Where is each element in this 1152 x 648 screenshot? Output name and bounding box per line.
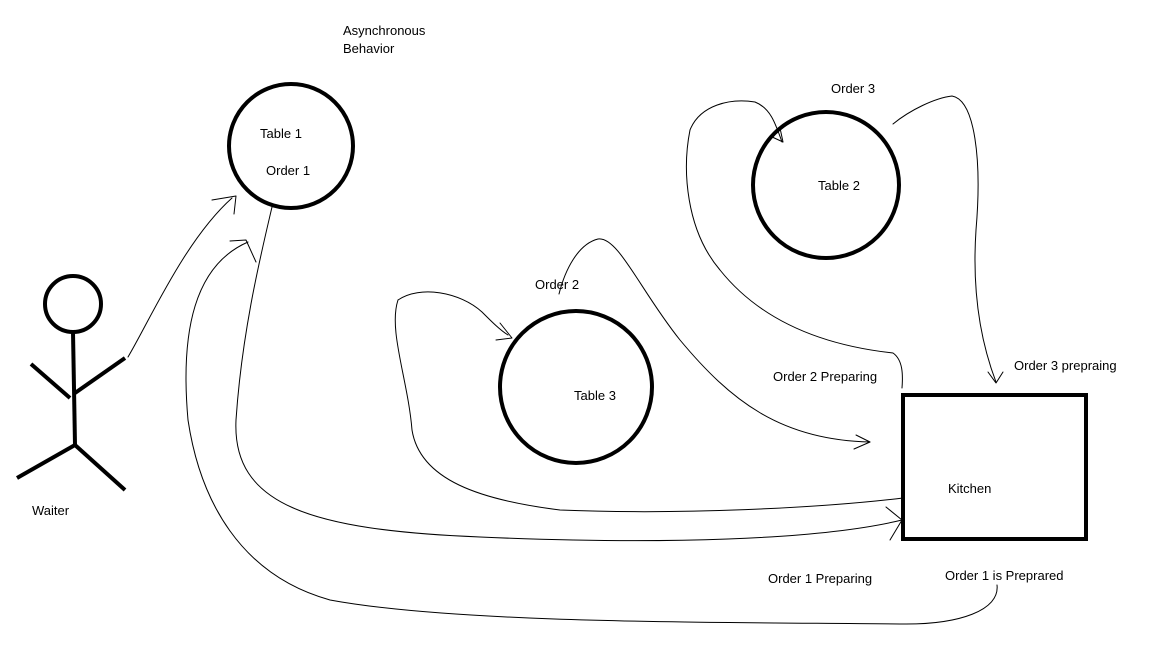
order2-to-table3-curve — [397, 291, 509, 336]
waiter-left-leg — [16, 443, 76, 480]
waiter-figure — [16, 274, 127, 492]
order-2-preparing-label: Order 2 Preparing — [773, 369, 877, 384]
table2-to-kitchen-curve — [686, 129, 903, 389]
order2-to-table3-arrowhead — [495, 322, 513, 341]
kitchen-node: Kitchen — [901, 393, 1088, 541]
table-2-circle — [751, 110, 901, 260]
order-1-preparing-label: Order 1 Preparing — [768, 571, 872, 586]
title-line-2: Behavior — [343, 41, 395, 56]
table-3-node: Table 3 Order 2 — [498, 277, 654, 465]
table1-to-kitchen-curve — [235, 206, 903, 542]
waiter-to-table1-arrowhead — [211, 195, 237, 215]
order3-to-table2-curve — [689, 100, 783, 143]
table-1-circle — [227, 82, 355, 210]
order3-to-kitchen-arrowhead — [987, 371, 1004, 384]
kitchen-to-table1-return-curve — [185, 241, 998, 625]
order2-to-kitchen-arrowhead — [853, 434, 871, 450]
waiter-head — [43, 274, 103, 334]
order3-to-kitchen-curve — [892, 95, 997, 383]
waiter-right-leg — [73, 443, 127, 492]
waiter-right-arm — [73, 356, 127, 395]
waiter-body — [71, 331, 77, 446]
kitchen-label: Kitchen — [948, 481, 991, 496]
table-2-node: Table 2 Order 3 — [751, 81, 901, 260]
waiter-to-table1-arrow — [127, 197, 233, 358]
table-1-node: Table 1 Order 1 — [227, 82, 355, 210]
order-1-prepared-label: Order 1 is Preprared — [945, 568, 1064, 583]
table-1-label: Table 1 — [260, 126, 302, 141]
order3-to-table2-arrowhead — [769, 127, 784, 143]
title-line-1: Asynchronous — [343, 23, 426, 38]
waiter-left-arm — [29, 362, 72, 400]
waiter-label: Waiter — [32, 503, 70, 518]
table-3-circle — [498, 309, 654, 465]
table-3-label: Table 3 — [574, 388, 616, 403]
order-3-label: Order 3 — [831, 81, 875, 96]
table1-to-kitchen-arrowhead — [885, 506, 903, 541]
kitchen-box — [901, 393, 1088, 541]
order2-to-kitchen-curve — [558, 238, 871, 443]
order-3-preparing-label: Order 3 prepraing — [1014, 358, 1117, 373]
kitchen-to-table1-return-arrowhead — [229, 239, 257, 263]
table3-to-kitchen-curve — [394, 299, 904, 513]
table-1-order-label: Order 1 — [266, 163, 310, 178]
table-2-label: Table 2 — [818, 178, 860, 193]
order-2-label: Order 2 — [535, 277, 579, 292]
